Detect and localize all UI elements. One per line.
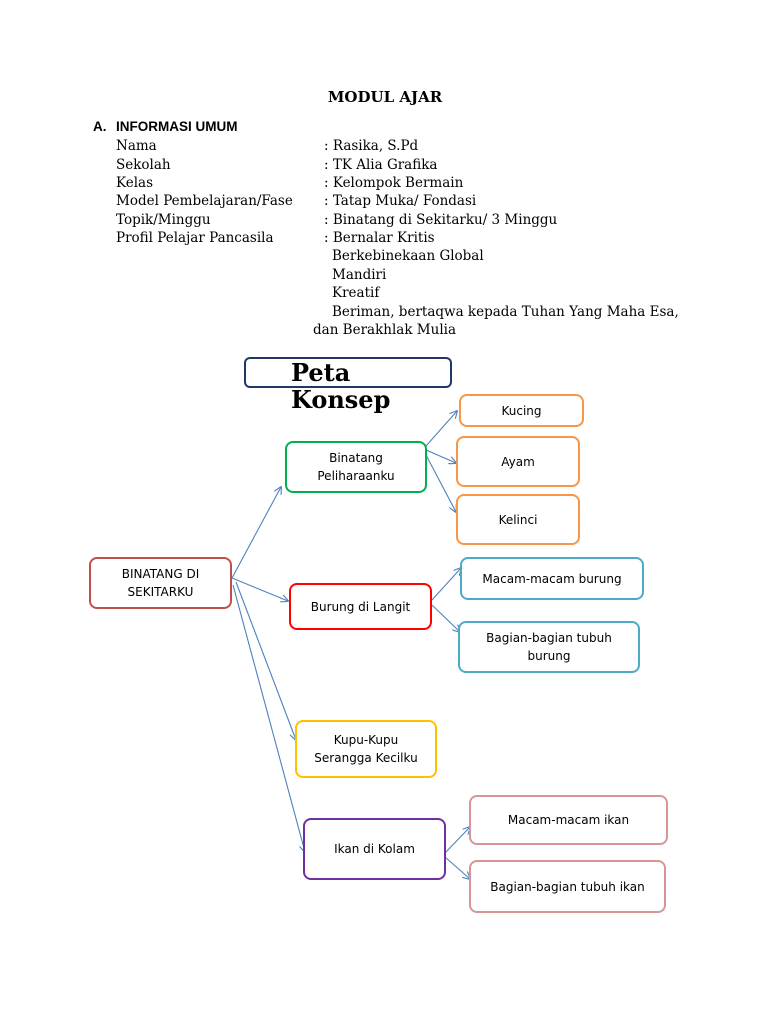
node-kupu-kupu: Kupu-Kupu Serangga Kecilku (295, 720, 437, 778)
document-title: MODUL AJAR (327, 88, 443, 106)
info-label-topik: Topik/Minggu (116, 212, 211, 228)
info-label-profil: Profil Pelajar Pancasila (116, 230, 274, 246)
node-burung-di-langit: Burung di Langit (289, 583, 432, 630)
node-bagian-burung: Bagian-bagian tubuh burung (458, 621, 640, 673)
info-value-model: : Tatap Muka/ Fondasi (324, 193, 477, 209)
node-ayam-label: Ayam (501, 454, 535, 469)
arrow-ikan-macam (444, 827, 470, 854)
info-label-sekolah: Sekolah (116, 157, 171, 173)
profil-item: Beriman, bertaqwa kepada Tuhan Yang Maha… (332, 304, 679, 320)
arrow-ikan-bagian (444, 856, 470, 879)
node-ikan-di-kolam-label: Ikan di Kolam (334, 842, 415, 856)
node-macam-ikan: Macam-macam ikan (469, 795, 668, 845)
arrow-root-kupu (235, 581, 296, 740)
node-bagian-burung-label: Bagian-bagian tubuh burung (486, 631, 612, 663)
arrow-peliharaan-kucing (425, 411, 457, 447)
info-value-sekolah: : TK Alia Grafika (324, 157, 438, 173)
arrow-root-ikan (232, 584, 305, 852)
node-burung-di-langit-label: Burung di Langit (310, 599, 411, 614)
node-macam-burung-label: Macam-macam burung (482, 571, 622, 586)
section-title: INFORMASI UMUM (116, 119, 238, 134)
node-ayam: Ayam (456, 436, 580, 487)
node-binatang-peliharaan: Binatang Peliharaanku (285, 441, 427, 493)
concept-map-title: Peta Konsep (244, 357, 452, 413)
info-label-model: Model Pembelajaran/Fase (116, 193, 293, 209)
info-value-kelas: : Kelompok Bermain (324, 175, 464, 191)
profil-item: Berkebinekaan Global (332, 248, 484, 264)
section-letter: A. (93, 119, 107, 134)
arrow-root-burung (231, 577, 288, 601)
arrow-root-peliharaan (231, 487, 281, 579)
node-binatang-peliharaan-label: Binatang Peliharaanku (317, 451, 395, 483)
node-ikan-di-kolam: Ikan di Kolam (303, 818, 446, 880)
profil-item-last: dan Berakhlak Mulia (313, 322, 457, 338)
section-heading: A. INFORMASI UMUM (93, 119, 238, 134)
node-bagian-ikan-label: Bagian-bagian tubuh ikan (490, 879, 645, 894)
arrow-burung-bagian (431, 604, 460, 632)
node-macam-burung: Macam-macam burung (460, 557, 644, 600)
info-label-nama: Nama (116, 138, 157, 154)
profil-item: Kreatif (332, 285, 380, 301)
node-kupu-kupu-label: Kupu-Kupu Serangga Kecilku (314, 733, 418, 765)
node-kucing-label: Kucing (501, 403, 542, 418)
node-root: BINATANG DI SEKITARKU (89, 557, 232, 609)
info-label-kelas: Kelas (116, 175, 154, 191)
node-bagian-ikan: Bagian-bagian tubuh ikan (469, 860, 666, 913)
profil-item: Mandiri (332, 267, 387, 283)
node-root-label: BINATANG DI SEKITARKU (121, 567, 200, 599)
node-macam-ikan-label: Macam-macam ikan (507, 813, 630, 827)
arrow-burung-macam (431, 568, 461, 601)
arrow-peliharaan-kelinci (425, 454, 456, 512)
info-value-nama: : Rasika, S.Pd (324, 138, 419, 154)
info-value-topik: : Binatang di Sekitarku/ 3 Minggu (324, 212, 558, 228)
arrow-peliharaan-ayam (425, 449, 456, 463)
info-value-profil: : Bernalar Kritis (324, 230, 435, 246)
node-kelinci-label: Kelinci (498, 512, 538, 527)
node-kelinci: Kelinci (456, 494, 580, 545)
node-kucing: Kucing (459, 394, 584, 427)
